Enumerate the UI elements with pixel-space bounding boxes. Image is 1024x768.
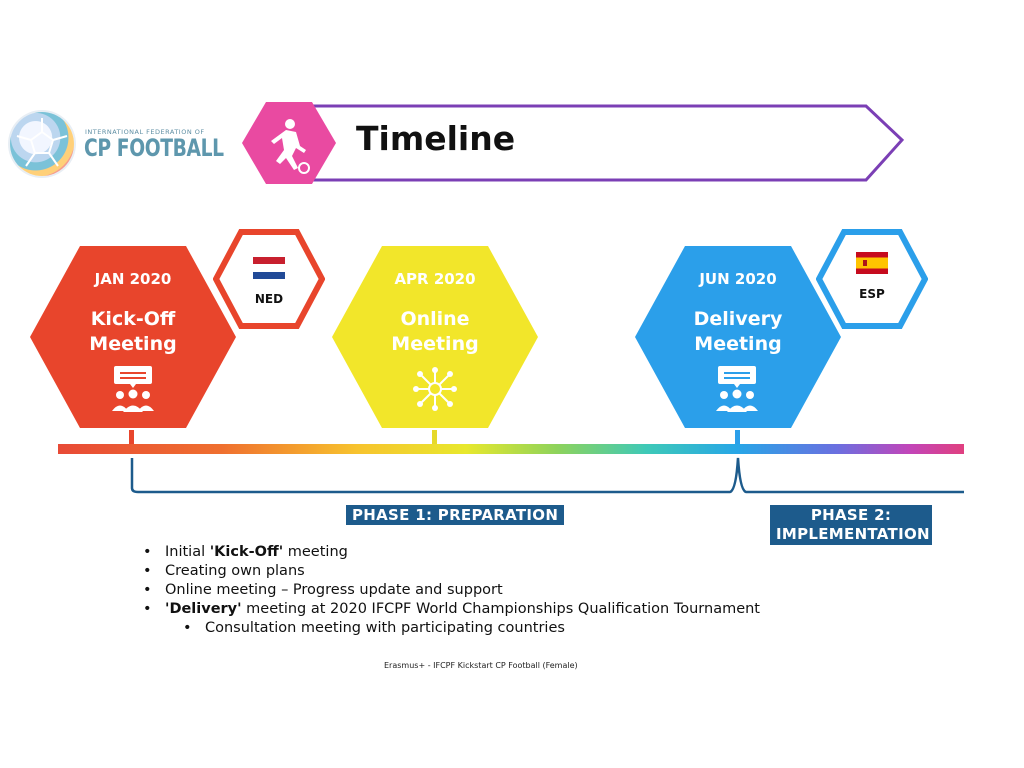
milestone-month: APR 2020 — [394, 270, 476, 288]
list-item: Initial 'Kick-Off' meeting — [143, 543, 760, 562]
milestone-month: JAN 2020 — [94, 270, 172, 288]
timeline-bullet-list: Initial 'Kick-Off' meeting Creating own … — [143, 543, 760, 638]
meeting-people-icon — [716, 366, 758, 412]
timeline-tick — [432, 430, 437, 444]
phase-1-label: PHASE 1: PREPARATION — [346, 505, 565, 525]
network-icon — [413, 367, 457, 411]
netherlands-flag-icon — [253, 257, 285, 279]
football-icon — [16, 118, 68, 167]
timeline-tick — [129, 430, 134, 444]
footballer-icon — [271, 119, 310, 174]
title-banner — [242, 102, 905, 184]
timeline-bar — [58, 444, 964, 454]
flag-badge-ned — [212, 229, 326, 329]
meeting-people-icon — [112, 366, 154, 412]
milestone-online — [330, 244, 540, 430]
ifcpf-logo-ball — [10, 112, 74, 176]
logo-title: CP FOOTBALL — [84, 134, 224, 162]
spain-flag-icon — [856, 252, 888, 274]
country-code: NED — [254, 292, 284, 306]
list-item: Consultation meeting with participating … — [165, 619, 760, 638]
country-code: ESP — [859, 287, 885, 301]
list-item: Creating own plans — [143, 562, 760, 581]
flag-badge-esp — [815, 229, 929, 329]
milestone-month: JUN 2020 — [699, 270, 777, 288]
page-title: Timeline — [356, 119, 516, 158]
list-item: 'Delivery' meeting at 2020 IFCPF World C… — [143, 600, 760, 619]
timeline-tick — [735, 430, 740, 444]
list-item: Online meeting – Progress update and sup… — [143, 581, 760, 600]
milestone-delivery — [633, 244, 843, 430]
phase-brackets — [130, 457, 964, 494]
phase-2-label: PHASE 2: IMPLEMENTATION — [770, 505, 932, 545]
logo-subtitle: INTERNATIONAL FEDERATION OF — [85, 128, 205, 136]
milestone-kickoff — [28, 244, 238, 430]
footer-text: Erasmus+ - IFCPF Kickstart CP Football (… — [384, 661, 578, 670]
